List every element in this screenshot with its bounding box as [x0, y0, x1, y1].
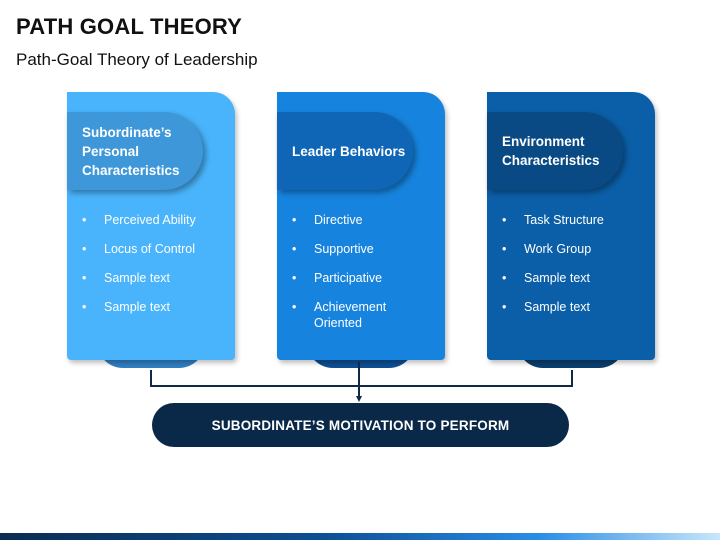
- bullet-item: Directive: [277, 212, 445, 228]
- bullet-item: Participative: [277, 270, 445, 286]
- arrow-down-icon: [356, 396, 362, 402]
- bullet-item: Sample text: [487, 299, 655, 315]
- bullet-item: Achievement Oriented: [277, 299, 445, 331]
- bullet-item: Sample text: [67, 299, 235, 315]
- bullet-list: Directive Supportive Participative Achie…: [277, 212, 445, 344]
- connector-horizontal: [150, 385, 573, 387]
- bullet-item: Sample text: [487, 270, 655, 286]
- bullet-item: Sample text: [67, 270, 235, 286]
- bullet-list: Task Structure Work Group Sample text Sa…: [487, 212, 655, 328]
- bullet-item: Work Group: [487, 241, 655, 257]
- card-header: Subordinate’s Personal Characteristics: [67, 112, 203, 190]
- connector-center-vertical: [358, 362, 360, 397]
- connector-right-vertical: [571, 370, 573, 387]
- slide-title: PATH GOAL THEORY: [16, 14, 243, 39]
- bullet-item: Task Structure: [487, 212, 655, 228]
- footer-gradient-bar: [0, 533, 720, 540]
- card-body: Environment Characteristics Task Structu…: [487, 92, 655, 360]
- bullet-item: Locus of Control: [67, 241, 235, 257]
- card-body: Subordinate’s Personal Characteristics P…: [67, 92, 235, 360]
- slide-subtitle: Path-Goal Theory of Leadership: [16, 50, 258, 69]
- bullet-list: Perceived Ability Locus of Control Sampl…: [67, 212, 235, 328]
- bullet-item: Perceived Ability: [67, 212, 235, 228]
- card-title: Environment Characteristics: [502, 134, 600, 168]
- card-subordinate: Subordinate’s Personal Characteristics P…: [67, 92, 235, 370]
- card-header: Environment Characteristics: [487, 112, 623, 190]
- card-leader: Leader Behaviors Directive Supportive Pa…: [277, 92, 445, 370]
- card-title: Subordinate’s Personal Characteristics: [82, 124, 180, 178]
- card-header: Leader Behaviors: [277, 112, 413, 190]
- card-environment: Environment Characteristics Task Structu…: [487, 92, 655, 370]
- goal-box: SUBORDINATE’S MOTIVATION TO PERFORM: [152, 403, 569, 447]
- card-title: Leader Behaviors: [292, 143, 406, 159]
- bullet-item: Supportive: [277, 241, 445, 257]
- card-body: Leader Behaviors Directive Supportive Pa…: [277, 92, 445, 360]
- connector-left-vertical: [150, 370, 152, 387]
